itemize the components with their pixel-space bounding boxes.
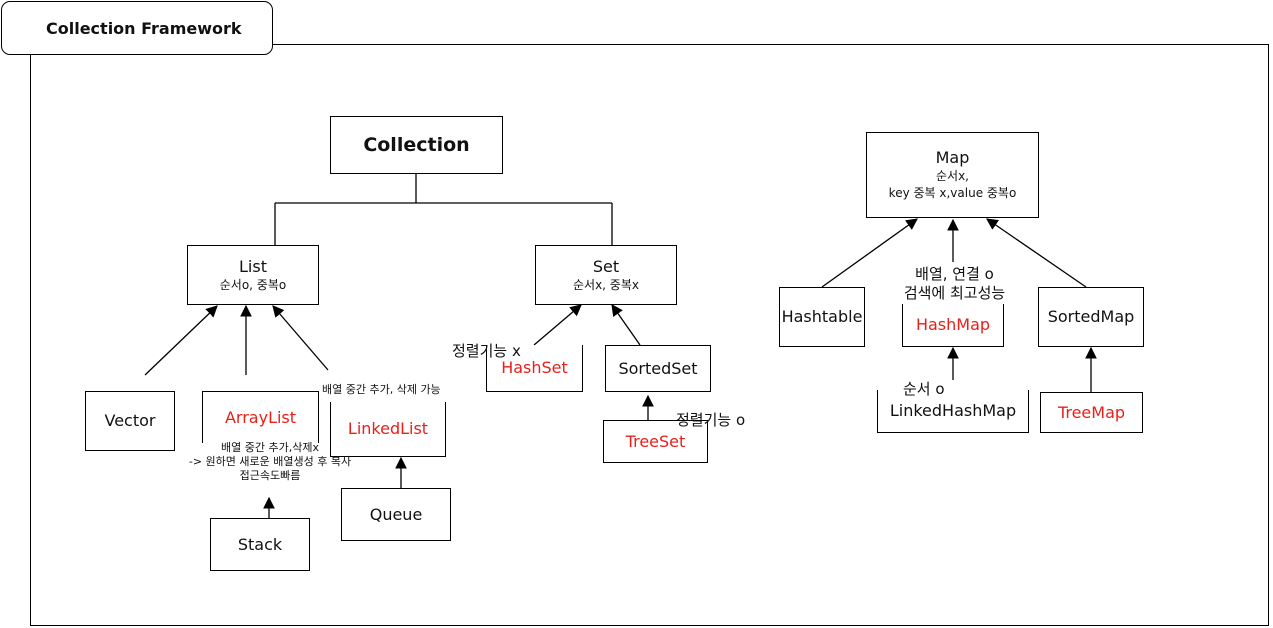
node-map-label: Map [935,148,970,167]
node-queue: Queue [341,488,451,541]
node-stack: Stack [210,518,310,571]
node-map-desc-2: key 중복 x,value 중복o [888,186,1017,200]
node-vector: Vector [85,391,175,451]
node-sortedset-label: SortedSet [618,358,698,378]
hashmap-note-line-2: 검색에 최고성능 [903,283,1006,302]
node-queue-label: Queue [369,504,423,524]
node-vector-label: Vector [104,411,156,430]
node-sortedmap-label: SortedMap [1047,307,1135,326]
edge-vector-list [144,305,218,376]
node-treemap-label: TreeMap [1057,402,1126,422]
node-linkedlist-label: LinkedList [347,419,429,438]
page-title: Collection Framework [46,18,242,38]
hashmap-note: 배열, 연결 o 검색에 최고성능 [892,265,1017,303]
node-arraylist: ArrayList [202,391,319,443]
hashmap-note-line-1: 배열, 연결 o [915,265,994,283]
node-list-desc: 순서o, 중복o [219,277,287,292]
node-arraylist-label: ArrayList [224,407,297,427]
arraylist-note-line-2: -> 원하면 새로운 배열생성 후 복사 [188,454,352,468]
node-map-desc-1: 순서x, [936,169,969,183]
node-collection-label: Collection [363,134,470,156]
arraylist-note: 배열 중간 추가,삭제x -> 원하면 새로운 배열생성 후 복사 접근속도빠름 [164,441,376,482]
node-hashmap: HashMap [902,304,1004,347]
page-title-tab: Collection Framework [1,1,273,55]
node-map: Map 순서x, key 중복 x,value 중복o [866,132,1039,218]
node-hashset-label: HashSet [501,358,568,377]
treeset-note: 정렬기능 o [676,411,746,429]
linkedlist-note: 배열 중간 추가, 삭제 가능 [322,383,441,396]
node-sortedset: SortedSet [605,345,711,392]
node-linkedlist: LinkedList [330,402,446,457]
edge-sortedmap-map [986,218,1087,288]
node-list: List 순서o, 중복o [187,245,319,305]
node-hashtable-label: Hashtable [781,307,863,326]
node-sortedmap: SortedMap [1038,287,1144,347]
arraylist-note-line-3: 접근속도빠름 [239,468,301,482]
node-stack-label: Stack [237,534,283,554]
diagram-frame [30,44,1269,626]
node-linkedhashmap-label: LinkedHashMap [889,401,1017,420]
node-list-label: List [239,256,267,276]
arraylist-note-line-1: 배열 중간 추가,삭제x [221,441,319,454]
node-treeset: TreeSet [603,420,708,463]
node-hashtable: Hashtable [779,287,865,347]
hashset-note: 정렬기능 x [452,342,521,360]
node-hashmap-label: HashMap [915,315,991,334]
edge-hashtable-map [821,218,918,288]
node-set: Set 순서x, 중복x [535,245,677,305]
node-treeset-label: TreeSet [625,431,686,451]
edge-sortedset-set [611,304,641,346]
node-linkedhashmap: LinkedHashMap [877,390,1029,433]
node-set-desc: 순서x, 중복x [573,277,639,292]
node-treemap: TreeMap [1040,392,1143,433]
node-set-label: Set [592,256,620,276]
node-hashset: HashSet [486,345,583,392]
edge-linkedlist-list [272,305,329,371]
node-collection: Collection [330,116,503,174]
linkedhashmap-note: 순서 o [903,380,945,398]
edge-hashset-set [533,304,582,346]
